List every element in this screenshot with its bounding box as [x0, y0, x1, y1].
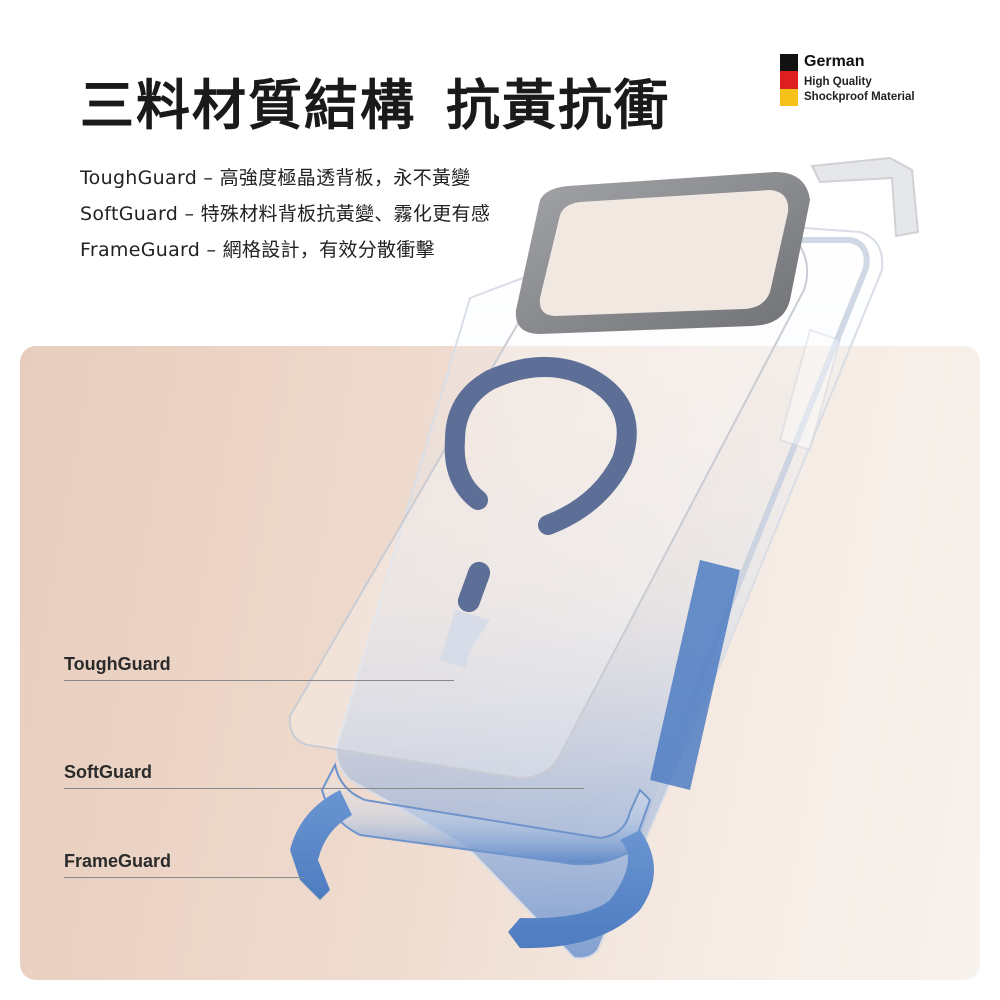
badge-line-quality: High Quality — [804, 76, 872, 88]
feature-toughguard: ToughGuard – 高強度極晶透背板，永不黃變 — [80, 167, 471, 189]
layer-label-softguard: SoftGuard — [64, 762, 152, 782]
headline-structure: 三料材質結構 — [80, 74, 416, 137]
headline-resistance: 抗黃抗衝 — [446, 74, 670, 137]
leader-line-toughguard — [64, 680, 454, 681]
leader-line-frameguard — [64, 877, 304, 878]
german-flag-icon — [780, 54, 798, 106]
flag-black-stripe — [780, 54, 798, 72]
layer-label-toughguard: ToughGuard — [64, 654, 171, 674]
leader-line-softguard — [64, 788, 584, 789]
badge-title: German — [804, 53, 865, 70]
feature-list: ToughGuard – 高強度極晶透背板，永不黃變 SoftGuard – 特… — [80, 160, 490, 268]
badge-line-material: Shockproof Material — [804, 91, 915, 103]
feature-frameguard: FrameGuard – 網格設計，有效分散衝擊 — [80, 239, 435, 261]
feature-softguard: SoftGuard – 特殊材料背板抗黃變、霧化更有感 — [80, 203, 491, 225]
camera-frame — [515, 172, 810, 334]
layer-label-frameguard: FrameGuard — [64, 851, 172, 871]
headline: 三料材質結構抗黃抗衝 — [80, 70, 670, 142]
flag-red-stripe — [780, 71, 798, 89]
frameguard-top-bumper — [810, 156, 920, 238]
flag-gold-stripe — [780, 88, 798, 106]
